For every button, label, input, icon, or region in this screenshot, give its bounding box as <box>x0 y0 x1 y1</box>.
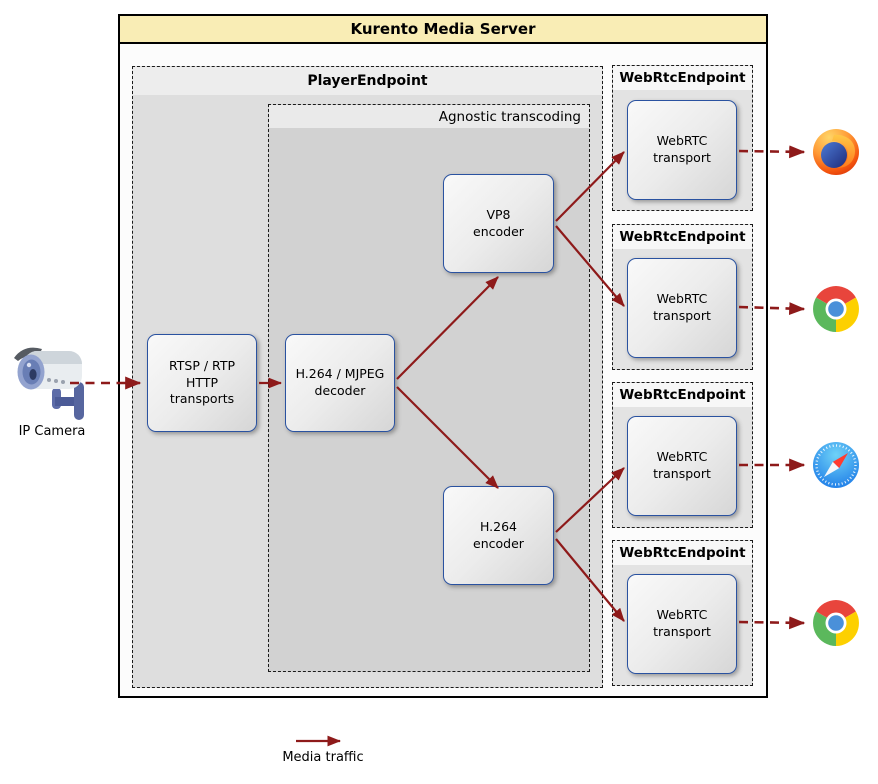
chrome-icon <box>811 598 861 648</box>
node-h264-mjpeg-decoder: H.264 / MJPEG decoder <box>285 334 395 432</box>
node-webrtc-transport-4: WebRTC transport <box>627 574 737 674</box>
media-traffic-legend-label: Media traffic <box>282 750 364 765</box>
node-vp8-encoder: VP8 encoder <box>443 174 554 273</box>
node-rtsp-transports: RTSP / RTP HTTP transports <box>147 334 257 432</box>
node-webrtc-transport-3: WebRTC transport <box>627 416 737 516</box>
chrome-icon <box>811 284 861 334</box>
webrtc-endpoint-label: WebRtcEndpoint <box>613 383 752 407</box>
ip-camera-label: IP Camera <box>18 424 86 439</box>
node-webrtc-transport-1: WebRTC transport <box>627 100 737 200</box>
webrtc-endpoint-label: WebRtcEndpoint <box>613 66 752 90</box>
kurento-server-title: Kurento Media Server <box>118 14 768 44</box>
firefox-icon <box>811 127 861 177</box>
node-h264-encoder: H.264 encoder <box>443 486 554 585</box>
player-endpoint-label: PlayerEndpoint <box>133 67 602 95</box>
webrtc-endpoint-label: WebRtcEndpoint <box>613 541 752 565</box>
node-webrtc-transport-2: WebRTC transport <box>627 258 737 358</box>
webrtc-endpoint-label: WebRtcEndpoint <box>613 225 752 249</box>
agnostic-transcoding-label: Agnostic transcoding <box>269 105 589 128</box>
safari-icon <box>811 440 861 490</box>
ip-camera-icon <box>6 342 98 422</box>
